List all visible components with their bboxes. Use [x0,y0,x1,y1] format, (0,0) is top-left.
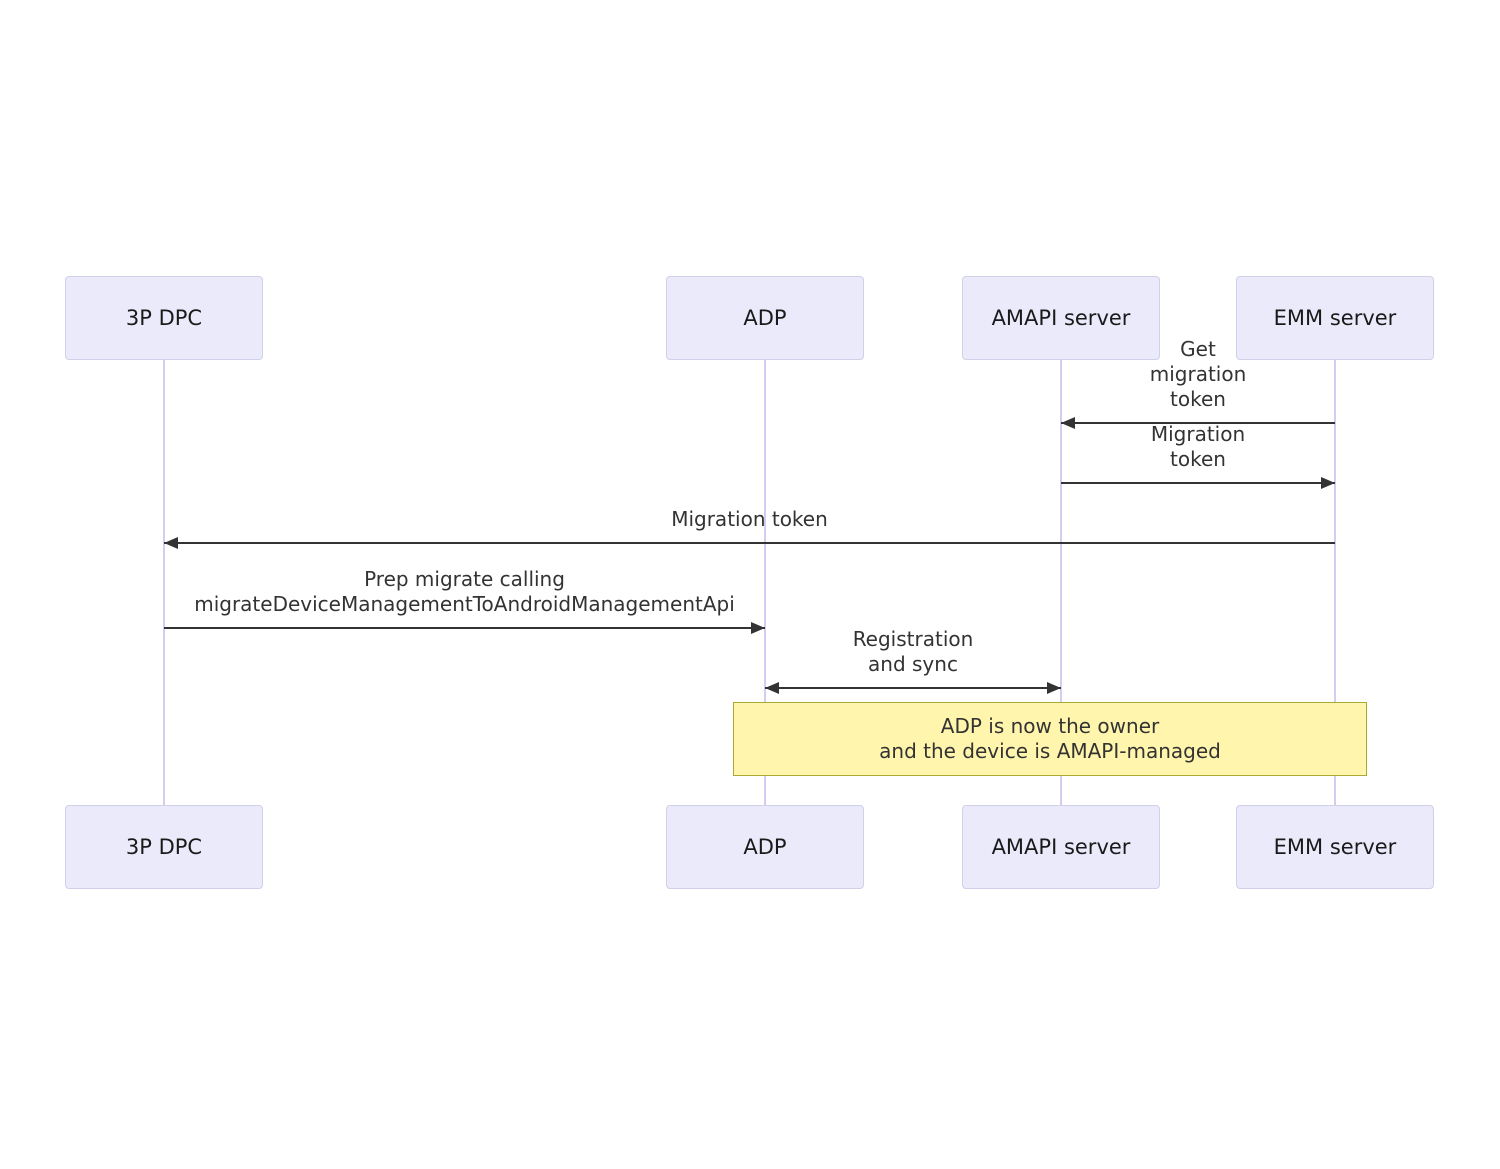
actor-bottom-emm-server: EMM server [1236,805,1434,889]
arrowhead-right-icon [1321,477,1335,489]
note-adp-owner: ADP is now the owner and the device is A… [733,702,1367,776]
message-label: Migration token [671,507,828,531]
arrowhead-left-icon [1061,417,1075,429]
arrowhead-right-icon [751,622,765,634]
arrowhead-left-icon [164,537,178,549]
lifeline-emm-server [1334,360,1336,806]
lifeline-amapi-server [1060,360,1062,806]
actor-label: ADP [743,306,787,330]
lifeline-adp [764,360,766,806]
actor-label: EMM server [1273,306,1397,330]
message-line [164,542,1335,544]
message-label: Prep migrate calling migrateDeviceManage… [194,567,735,616]
message-line [765,687,1061,689]
actor-label: AMAPI server [991,306,1131,330]
arrowhead-right-icon [1047,682,1061,694]
actor-label: EMM server [1273,835,1397,859]
lifeline-3p-dpc [163,360,165,806]
actor-top-amapi-server: AMAPI server [962,276,1160,360]
actor-label: 3P DPC [125,835,203,859]
actor-bottom-amapi-server: AMAPI server [962,805,1160,889]
actor-top-adp: ADP [666,276,864,360]
actor-top-emm-server: EMM server [1236,276,1434,360]
arrowhead-left-icon [765,682,779,694]
actor-top-3p-dpc: 3P DPC [65,276,263,360]
message-line [164,627,765,629]
message-label: Registration and sync [852,627,974,676]
actor-label: ADP [743,835,787,859]
message-line [1061,422,1335,424]
actor-label: 3P DPC [125,306,203,330]
message-label: Migration token [1150,422,1246,471]
message-label: Get migration token [1149,337,1247,411]
actor-label: AMAPI server [991,835,1131,859]
actor-bottom-adp: ADP [666,805,864,889]
message-line [1061,482,1335,484]
actor-bottom-3p-dpc: 3P DPC [65,805,263,889]
